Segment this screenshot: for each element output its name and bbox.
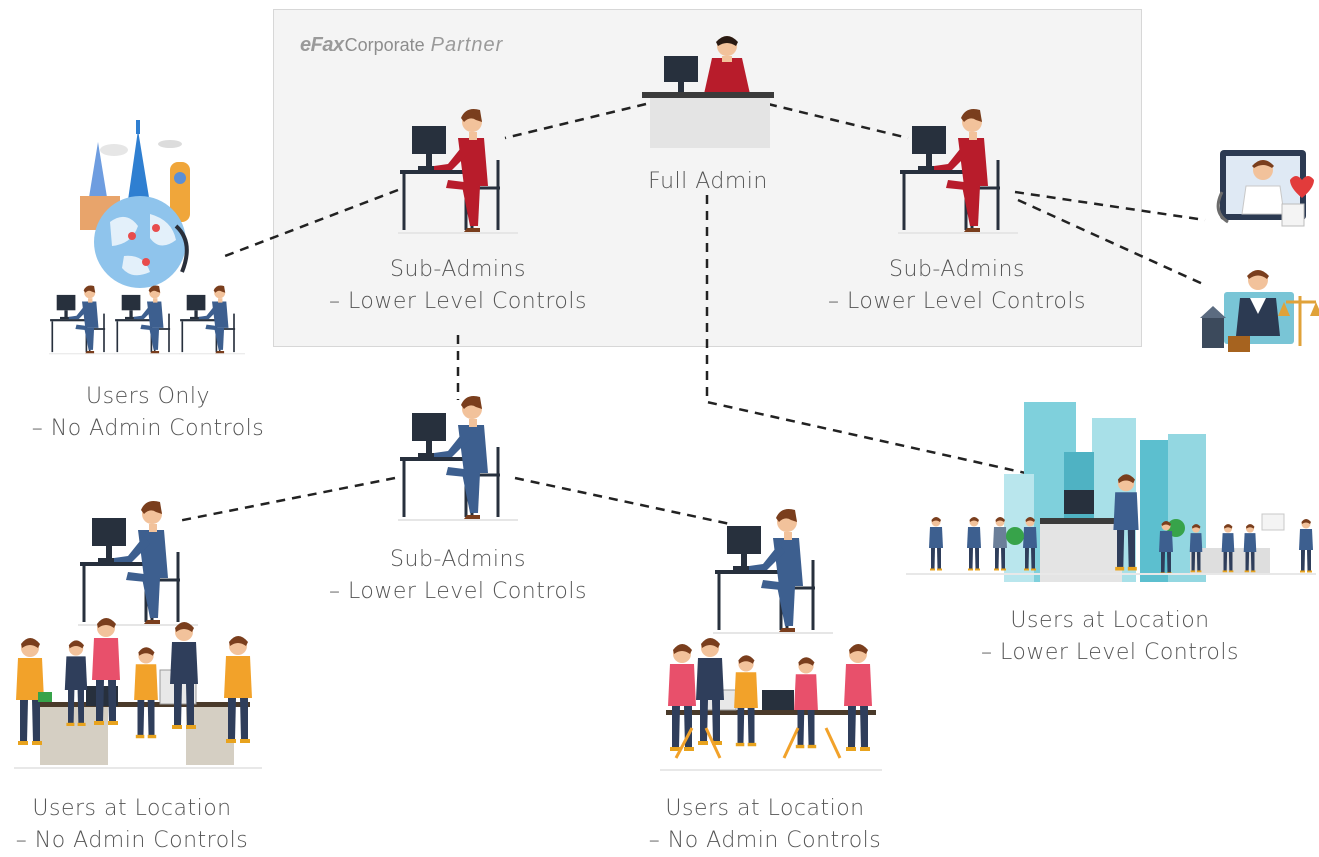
connector-full-to-users-loc-right <box>705 195 1049 480</box>
subadmin-left-figure <box>396 107 520 235</box>
connector-mid-to-users-loc-left <box>177 476 396 523</box>
connector-full-to-subadmin-right <box>767 102 909 140</box>
label-full-admin: Full Admin <box>648 169 768 194</box>
subadmin-mid-figure <box>396 394 520 522</box>
label-users-only: Users Only – No Admin Controls <box>31 384 265 441</box>
corporate-logo-text: Corporate <box>344 35 425 55</box>
label-subadmin-right: Sub-Admins – Lower Level Controls <box>828 257 1086 314</box>
efax-logo-text: eFax <box>300 34 344 56</box>
label-subadmin-left: Sub-Admins – Lower Level Controls <box>329 257 587 314</box>
connector-subadmin-left-to-users-only <box>224 188 399 258</box>
label-users-loc-left: Users at Location – No Admin Controls <box>15 796 249 853</box>
city-office-illustration <box>906 402 1316 582</box>
full-admin-figure <box>642 36 774 148</box>
connector-subadmin-right-to-medical <box>1014 190 1206 222</box>
legal-icon <box>1200 270 1319 352</box>
medical-icon <box>1216 150 1314 227</box>
label-users-loc-mid: Users at Location – No Admin Controls <box>648 796 882 853</box>
users-loc-mid-illustration <box>660 507 882 771</box>
partner-logo-text: Partner <box>430 34 504 56</box>
connector-full-to-subadmin-left <box>504 102 647 140</box>
efax-corporate-partner-logo: eFax Corporate Partner <box>300 34 503 57</box>
connector-mid-to-users-loc-mid <box>514 476 731 526</box>
subadmin-right-figure <box>896 107 1020 235</box>
connector-subadmin-right-to-legal <box>1017 198 1206 287</box>
label-users-loc-right: Users at Location – Lower Level Controls <box>981 608 1239 665</box>
connectors <box>177 102 1206 526</box>
label-subadmin-mid: Sub-Admins – Lower Level Controls <box>329 547 587 604</box>
users-loc-left-illustration <box>14 499 262 769</box>
users-only-illustration <box>48 120 246 355</box>
